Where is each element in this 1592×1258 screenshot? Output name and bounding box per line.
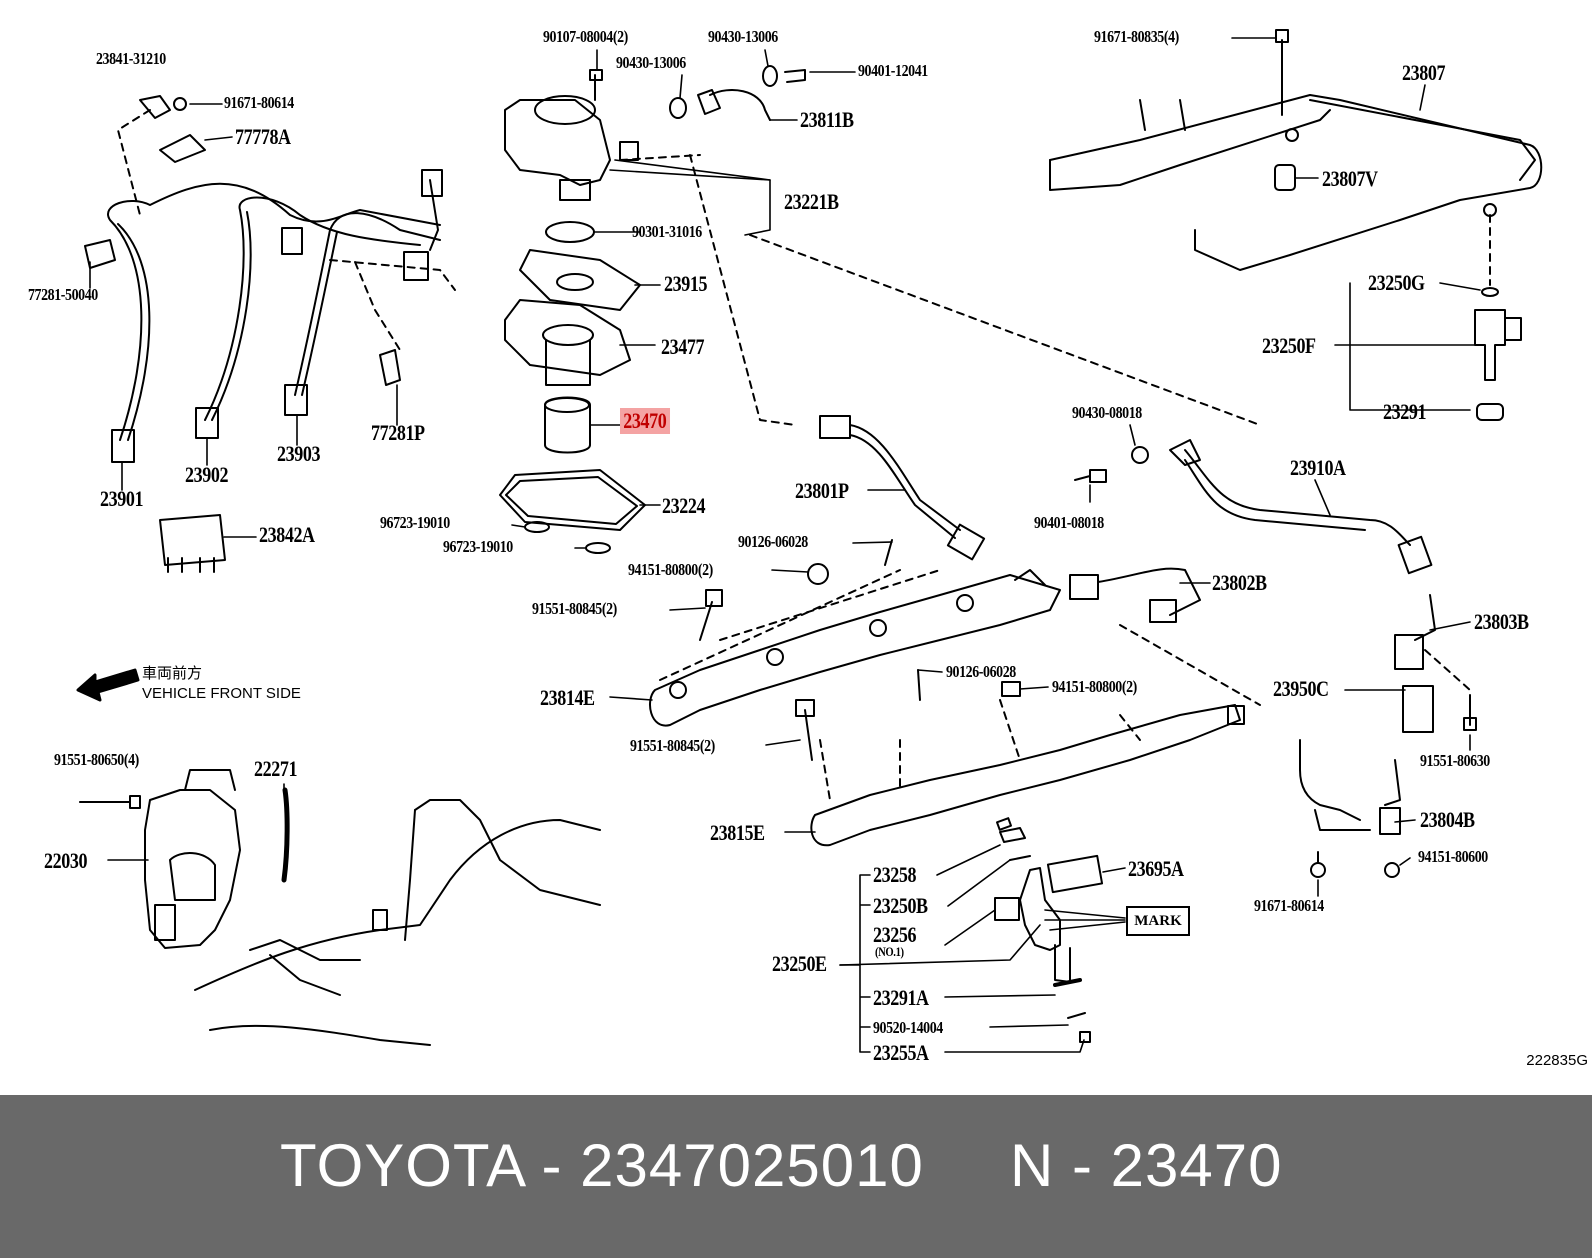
part-label: 23807V [1322, 166, 1378, 191]
front-arrow-icon [76, 668, 140, 702]
part-label: 23250E [772, 951, 827, 976]
part-label: 90401-12041 [858, 61, 928, 80]
throttle-body-drawing [79, 769, 290, 949]
part-label: 23803B [1474, 609, 1529, 634]
parts-drawing [76, 29, 1543, 1053]
part-label: 23250B [873, 893, 928, 918]
part-label: 91671-80835(4) [1094, 27, 1179, 46]
upper-delivery-pipe-drawing [1049, 29, 1543, 421]
part-label: 23477 [661, 334, 705, 359]
part-label: 91551-80845(2) [630, 736, 715, 755]
part-sublabel: (NO.1) [875, 944, 904, 959]
part-label: 23802B [1212, 570, 1267, 595]
part-label: 23221B [784, 189, 839, 214]
part-label: 23804B [1420, 807, 1475, 832]
part-label: 90107-08004(2) [543, 27, 628, 46]
part-label: 90301-31016 [632, 222, 702, 241]
part-label: 23807 [1402, 60, 1446, 85]
part-label: 23801P [795, 478, 849, 503]
bracket-drawing [1299, 739, 1401, 878]
part-label: 23903 [277, 441, 321, 466]
part-label: 77281-50040 [28, 285, 98, 304]
part-label: 91671-80614 [1254, 896, 1324, 915]
part-label: 91551-80845(2) [532, 599, 617, 618]
part-label: 23695A [1128, 856, 1184, 881]
part-label: 91551-80630 [1420, 751, 1490, 770]
part-label: 23915 [664, 271, 708, 296]
part-label: 22030 [44, 848, 88, 873]
part-label: 94151-80800(2) [1052, 677, 1137, 696]
mark-box: MARK [1126, 906, 1190, 936]
part-label: 90430-13006 [616, 53, 686, 72]
part-label: 91551-80650(4) [54, 750, 139, 769]
part-label: 23258 [873, 862, 917, 887]
part-label: 23250F [1262, 333, 1316, 358]
fuel-pipes-drawing [107, 109, 456, 463]
part-label: 96723-19010 [443, 537, 513, 556]
highlighted-part-label: 23470 [620, 408, 670, 434]
part-label: 23950C [1273, 676, 1329, 701]
part-label: 23224 [662, 493, 706, 518]
part-label: 23901 [100, 486, 144, 511]
part-label: 91671-80614 [224, 93, 294, 112]
part-label: 23910A [1290, 455, 1346, 480]
part-label: 23291A [873, 985, 929, 1010]
part-label: 90401-08018 [1034, 513, 1104, 532]
diagram-reference-code: 222835G [1526, 1052, 1588, 1069]
part-label: 77778A [235, 124, 291, 149]
part-label: 23250G [1368, 270, 1425, 295]
part-label: 23814E [540, 685, 595, 710]
part-label: 23256 [873, 922, 917, 947]
part-label: 23841-31210 [96, 49, 166, 68]
fuel-pump-drawing [499, 65, 1261, 554]
part-label: 22271 [254, 756, 298, 781]
vehicle-front-en: VEHICLE FRONT SIDE [142, 685, 301, 702]
part-label: 23291 [1383, 399, 1427, 424]
part-label: 96723-19010 [380, 513, 450, 532]
part-label: 23255A [873, 1040, 929, 1065]
vehicle-front-jp: 車両前方 [142, 665, 203, 682]
part-label: 23811B [800, 107, 854, 132]
injector-drawing [994, 817, 1104, 1043]
part-label: 90126-06028 [946, 662, 1016, 681]
part-label: 23842A [259, 522, 315, 547]
part-label: 90126-06028 [738, 532, 808, 551]
part-label: 23815E [710, 820, 765, 845]
brand-part-number: TOYOTA - 2347025010 [280, 1132, 924, 1199]
part-label: 23902 [185, 462, 229, 487]
leader-lines [79, 37, 1481, 1053]
clips-drawing [84, 95, 401, 573]
part-label: 90430-08018 [1072, 403, 1142, 422]
engine-outline-drawing [194, 799, 601, 1046]
part-label: 77281P [371, 420, 425, 445]
vehicle-front-label: 車両前方 VEHICLE FRONT SIDE [142, 664, 301, 704]
part-label: 94151-80800(2) [628, 560, 713, 579]
part-label: 94151-80600 [1418, 847, 1488, 866]
diagram-ref-number: N - 23470 [1010, 1132, 1283, 1199]
part-label: 90430-13006 [708, 27, 778, 46]
part-label: 90520-14004 [873, 1018, 943, 1037]
fuel-rails-drawing [649, 415, 1477, 847]
footer-banner: TOYOTA - 2347025010 N - 23470 [0, 1095, 1592, 1258]
parts-diagram: 23841-31210 91671-80614 77778A 77281-500… [28, 27, 1588, 1069]
